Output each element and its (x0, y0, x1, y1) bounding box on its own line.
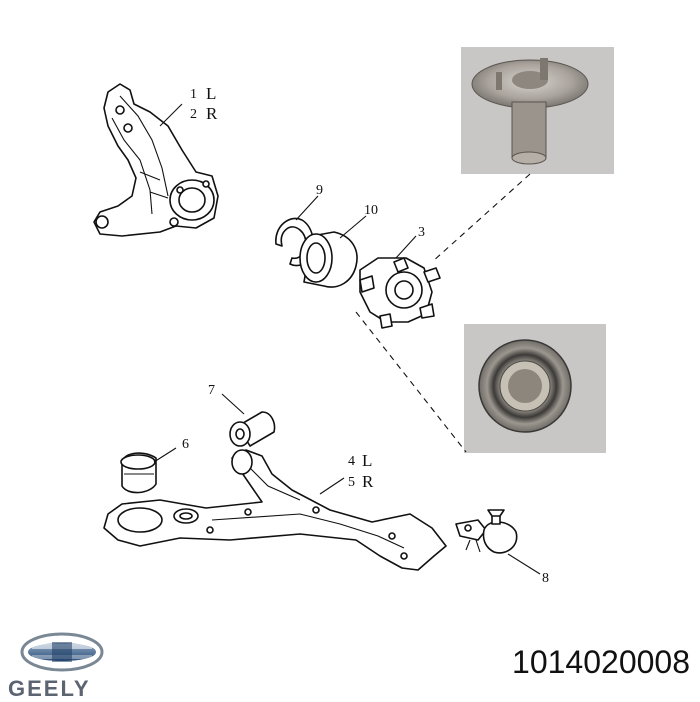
brand-name: GEELY (8, 676, 91, 701)
dashed-leader-bearing (355, 311, 467, 453)
callout-2-side: R (206, 104, 218, 123)
leader-line-10 (339, 215, 367, 239)
callout-6-number: 6 (182, 437, 189, 452)
callout-4-side: L (362, 451, 373, 470)
lower-control-arm (103, 449, 447, 571)
dashed-leader-hub (431, 173, 531, 263)
photo-wheel-bearing (464, 324, 606, 453)
part-number: 1014020008 (512, 644, 690, 680)
callout-7-number: 7 (208, 383, 215, 398)
callout-1: 1 L (190, 84, 217, 103)
callout-10-number: 10 (364, 203, 378, 218)
callout-5: 5 R (348, 472, 374, 491)
wheel-bearing-drawing (299, 231, 358, 288)
leader-line-4 (319, 477, 345, 495)
callout-9-number: 9 (316, 183, 323, 198)
front-bushing (120, 452, 157, 494)
callout-2-number: 2 (190, 107, 197, 122)
callout-4: 4 L (348, 451, 373, 470)
photo-wheel-hub (461, 47, 614, 174)
leader-line-9 (295, 195, 319, 221)
rear-bushing (229, 411, 276, 447)
callout-1-number: 1 (190, 87, 197, 102)
wheel-hub-drawing (359, 257, 441, 329)
geely-logo-icon (20, 632, 104, 672)
ball-joint (455, 509, 518, 554)
callout-3-number: 3 (418, 225, 425, 240)
leader-line-6 (153, 447, 177, 463)
callout-1-side: L (206, 84, 217, 103)
callout-4-number: 4 (348, 454, 355, 469)
leader-line-8 (507, 553, 541, 575)
callout-5-side: R (362, 472, 374, 491)
leader-line-7 (221, 393, 245, 415)
leader-line-3 (395, 235, 417, 259)
steering-knuckle (93, 83, 219, 237)
leader-line-1 (159, 103, 183, 127)
callout-5-number: 5 (348, 475, 355, 490)
callout-2: 2 R (190, 104, 218, 123)
callout-8-number: 8 (542, 571, 549, 586)
